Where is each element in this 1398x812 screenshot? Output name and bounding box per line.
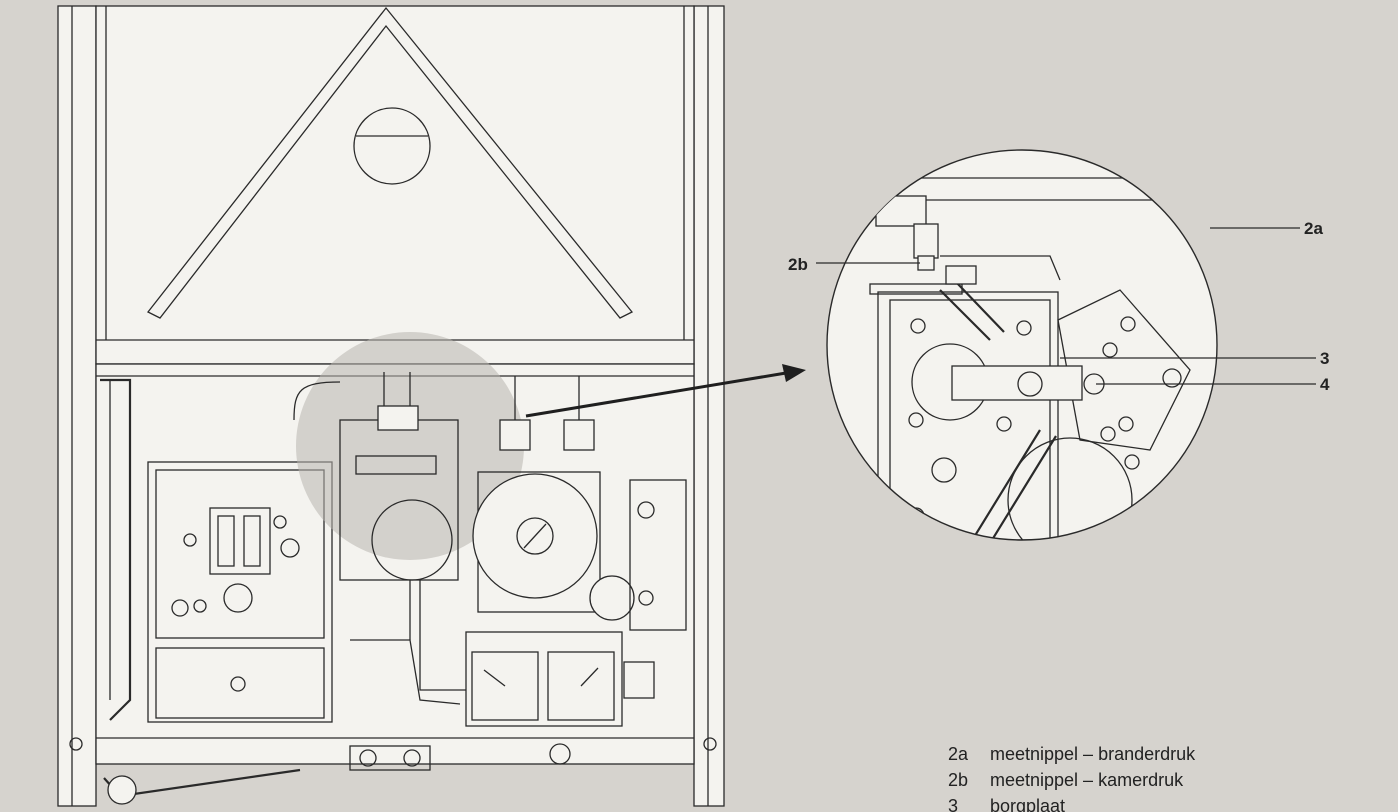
legend-text-2: meetnippel – kamerdruk: [990, 770, 1184, 790]
callout-2b: 2b: [788, 255, 920, 274]
control-panel: [147, 461, 333, 723]
legend-code-1: 2a: [948, 744, 969, 764]
legend-code-3: 3: [948, 796, 958, 812]
legend-code-2: 2b: [948, 770, 968, 790]
locking-plate: [951, 365, 1083, 401]
callout-3: 3: [1060, 349, 1329, 368]
callout-4-label: 4: [1320, 375, 1330, 394]
legend: 2a meetnippel – branderdruk 2b meetnippe…: [948, 744, 1196, 812]
callout-2b-label: 2b: [788, 255, 808, 274]
callout-2a: 2a: [1210, 219, 1323, 238]
flue-opening: [353, 107, 431, 185]
detail-magnified: [826, 149, 1218, 541]
heat-exchanger-panel: [95, 5, 695, 365]
legend-text-3: borgplaat: [990, 796, 1065, 812]
circulation-pump: [472, 376, 635, 621]
gas-valve: [293, 372, 459, 581]
boiler-overview: [57, 5, 725, 807]
callout-3-label: 3: [1320, 349, 1329, 368]
callout-2a-label: 2a: [1304, 219, 1323, 238]
pressure-gauges: [465, 631, 655, 727]
callout-4: 4: [1096, 375, 1330, 394]
gas-valve-highlight: [296, 332, 524, 560]
detail-pointer-arrow: [525, 364, 806, 418]
legend-text-1: meetnippel – branderdruk: [990, 744, 1196, 764]
